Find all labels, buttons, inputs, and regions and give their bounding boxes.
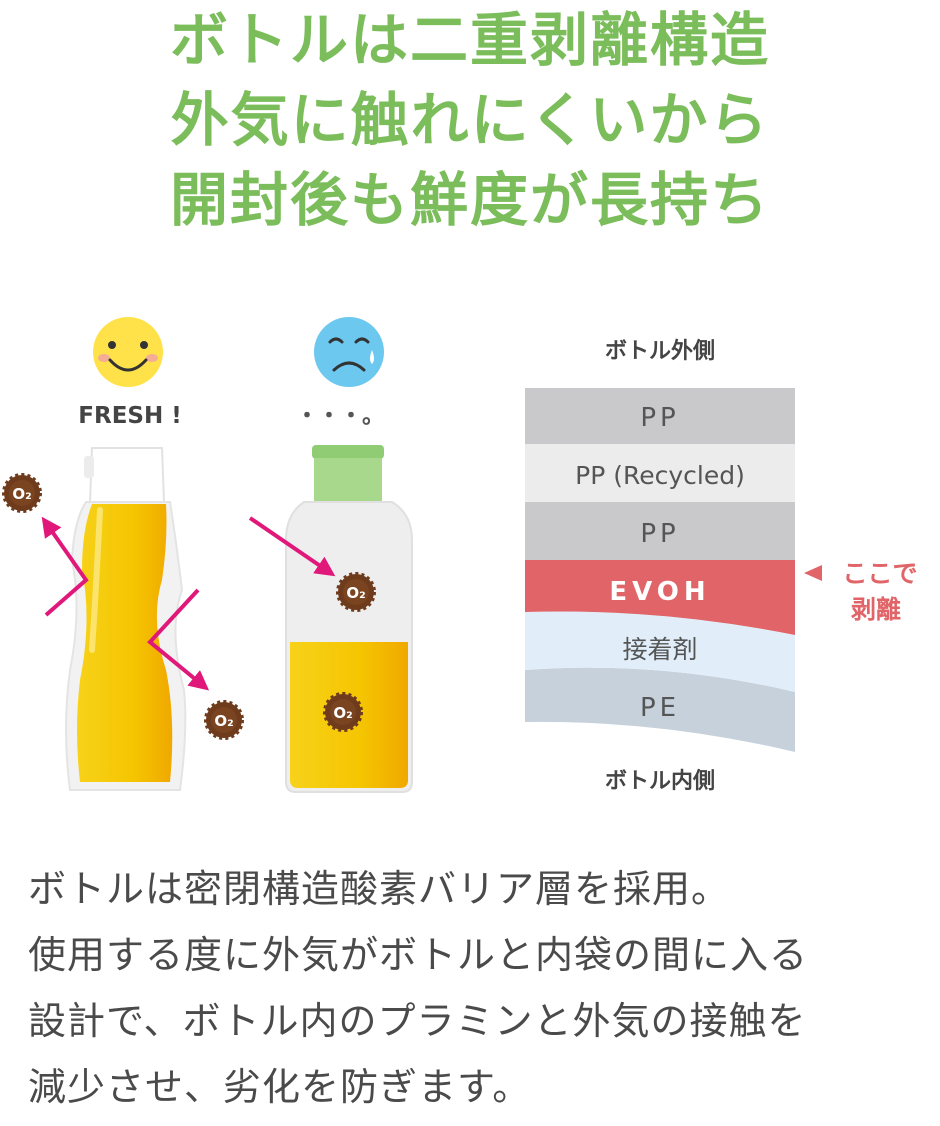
layer-label-pp-2: PP: [640, 519, 679, 549]
caption-line-1: ボトルは密閉構造酸素バリア層を採用。: [28, 867, 731, 911]
svg-text:O₂: O₂: [333, 704, 352, 722]
caption-line-3: 設計で、ボトル内のプラミンと外気の接触を: [28, 999, 807, 1043]
o2-molecule-icon: O₂: [336, 572, 376, 612]
svg-text:O₂: O₂: [346, 584, 365, 602]
peel-note-line-2: 剥離: [851, 595, 901, 624]
air-in-arrow: [147, 588, 210, 691]
layer-label-pe: PE: [640, 693, 680, 723]
layer-evoh: [525, 560, 795, 635]
layer-stack: [525, 388, 795, 752]
caption-line-2: 使用する度に外気がボトルと内袋の間に入る: [28, 933, 809, 977]
headline-line-3: 開封後も鮮度が長持ち: [169, 166, 770, 234]
layer-label-adhesive: 接着剤: [622, 635, 697, 664]
o2-molecule-icon: O₂: [323, 692, 363, 732]
layer-label-pp-recycled: PP (Recycled): [575, 461, 745, 490]
o2-molecule-icon: O₂: [2, 473, 42, 513]
outer-side-label: ボトル外側: [605, 338, 715, 364]
sigh-label: ・・・。: [296, 404, 384, 429]
oxidizing-bottle: [285, 445, 413, 793]
inner-side-label: ボトル内側: [605, 769, 715, 794]
layer-label-evoh: EVOH: [609, 577, 710, 607]
headline-line-2: 外気に触れにくいから: [170, 86, 770, 154]
layer-pp-recycled: [525, 444, 795, 502]
caption-line-4: 減少させ、劣化を防ぎます。: [28, 1065, 532, 1109]
air-in-arrow: [248, 516, 336, 577]
smiley-icon: [93, 317, 163, 387]
fresh-bottle: [65, 447, 187, 791]
o2-molecule-icon: O₂: [204, 700, 244, 740]
air-out-arrow: [41, 516, 89, 617]
svg-text:O₂: O₂: [12, 485, 31, 503]
peel-note-line-1: ここで: [842, 559, 917, 588]
fresh-label: FRESH !: [78, 403, 181, 429]
headline-line-1: ボトルは二重剥離構造: [169, 6, 770, 74]
illustration: FRESH ! O₂ O₂ ・・・。: [2, 317, 918, 794]
layer-adhesive: [525, 611, 795, 692]
layer-pe: [525, 667, 795, 752]
svg-text:O₂: O₂: [214, 712, 233, 730]
caption: ボトルは密閉構造酸素バリア層を採用。 使用する度に外気がボトルと内袋の間に入る …: [28, 856, 928, 1120]
layer-label-pp-1: PP: [640, 403, 679, 433]
headline: ボトルは二重剥離構造 外気に触れにくいから 開封後も鮮度が長持ち: [0, 0, 940, 240]
layer-pp-2: [525, 502, 795, 560]
layer-pp-1: [525, 388, 795, 444]
sad-face-icon: [314, 317, 384, 387]
pointer-triangle-icon: [804, 565, 822, 581]
